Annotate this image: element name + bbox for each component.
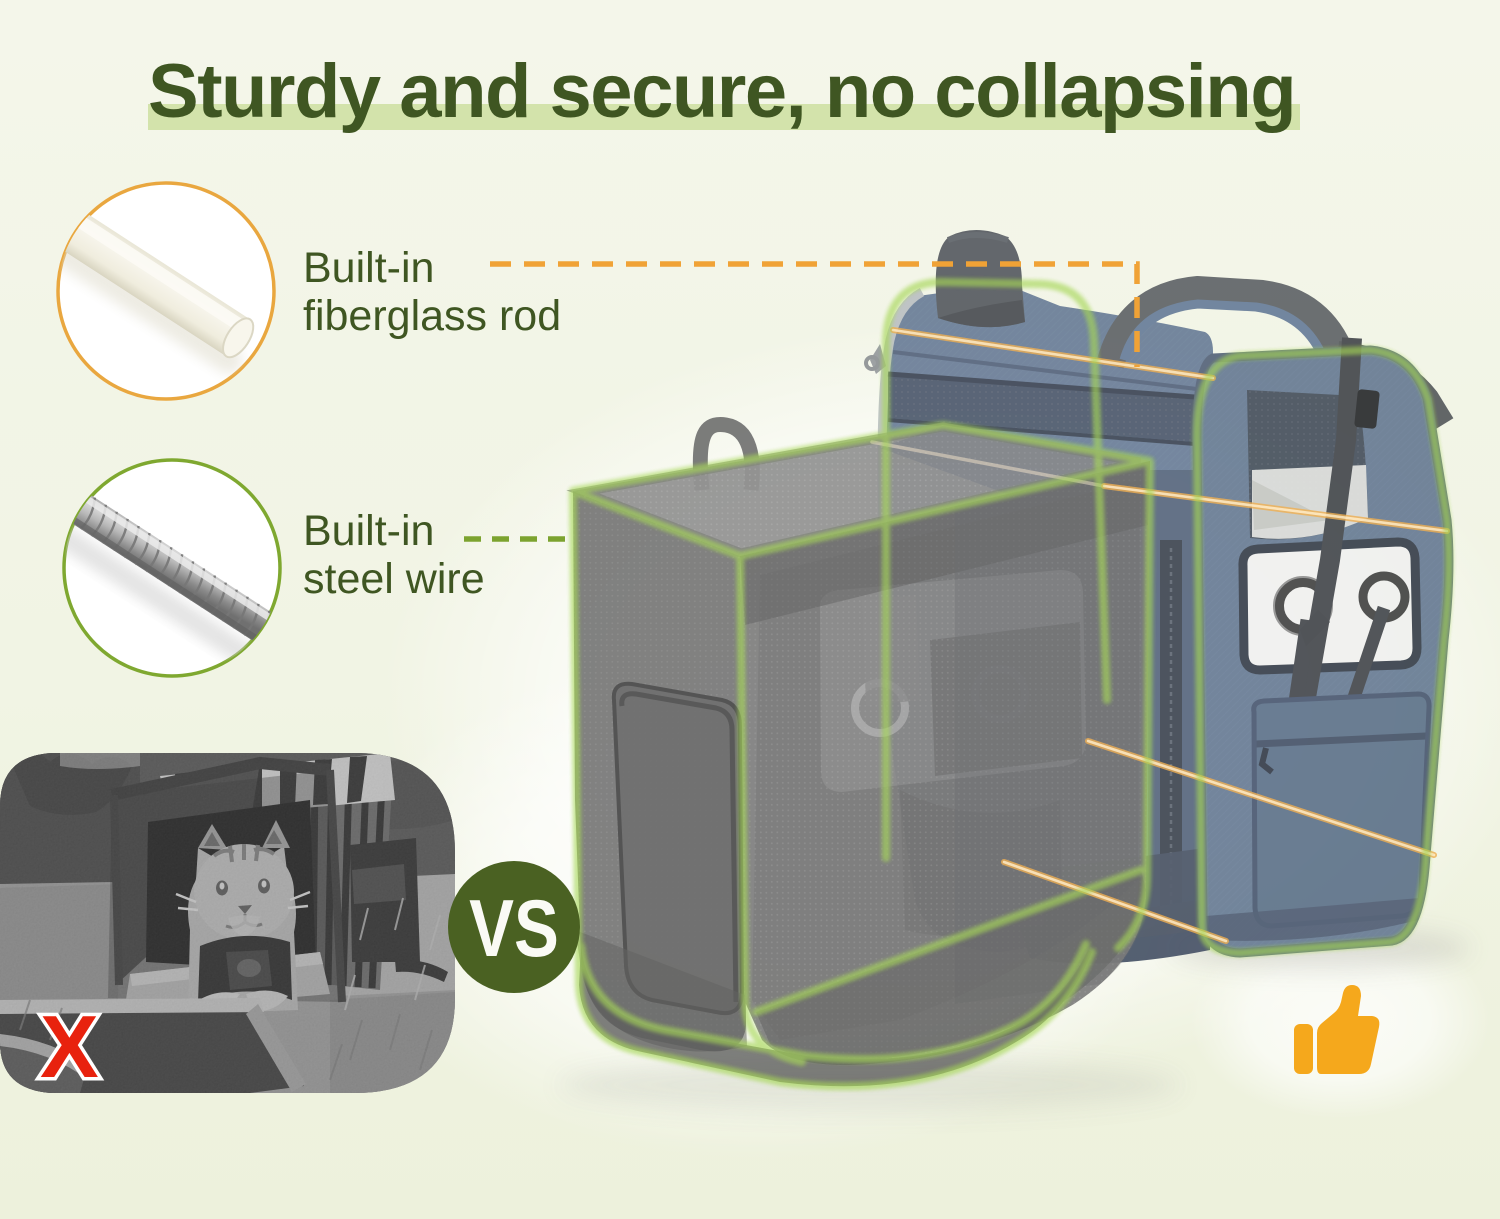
svg-text:X: X (40, 997, 99, 1096)
svg-text:Sturdy and secure, no collapsi: Sturdy and secure, no collapsing (148, 49, 1295, 134)
svg-text:VS: VS (469, 883, 559, 973)
svg-text:Built-in: Built-in (303, 244, 434, 292)
svg-text:steel wire: steel wire (303, 555, 485, 603)
svg-text:Built-in: Built-in (303, 507, 434, 555)
svg-text:fiberglass rod: fiberglass rod (303, 292, 561, 340)
